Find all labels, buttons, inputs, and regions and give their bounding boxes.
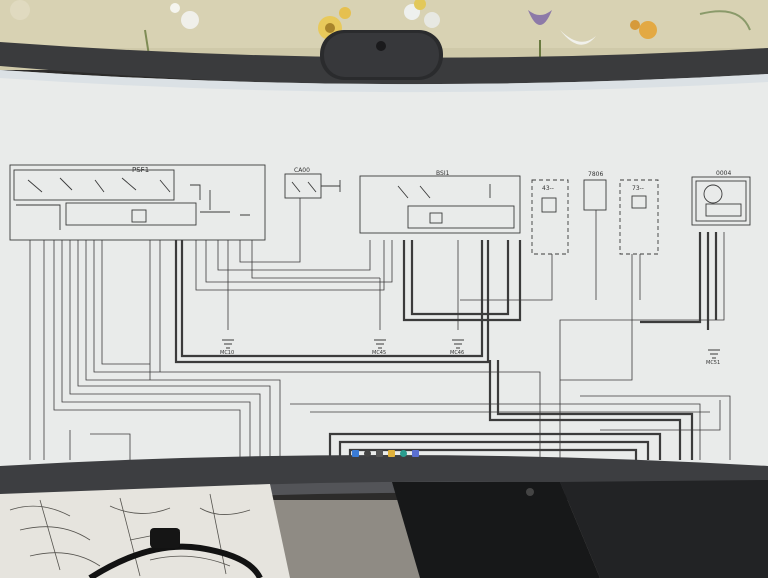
box-43 (531, 179, 569, 255)
search-icon[interactable] (364, 450, 371, 457)
flower-decoration (10, 0, 751, 63)
webcam (320, 30, 443, 80)
label-ca00: CA00 (294, 167, 310, 174)
store-icon[interactable] (412, 450, 419, 457)
task-view-icon[interactable] (376, 450, 383, 457)
label-psf1: PSF1 (132, 166, 149, 174)
label-mc51: MC51 (706, 360, 720, 366)
label-mc10: MC10 (220, 350, 234, 356)
cable (88, 543, 263, 578)
label-bsi1: BSI1 (436, 170, 450, 177)
bsi1-box (359, 175, 521, 234)
psf1-box (9, 164, 266, 241)
label-43: 43-- (542, 185, 554, 192)
file-explorer-icon[interactable] (388, 450, 395, 457)
label-mc45: MC45 (372, 350, 386, 356)
box-0004 (691, 176, 751, 226)
label-7806: 7806 (588, 171, 603, 178)
label-mc46: MC46 (450, 350, 464, 356)
plug (150, 528, 180, 548)
wiring-diagram (9, 164, 751, 460)
browser-icon[interactable] (400, 450, 407, 457)
label-73: 73-- (632, 185, 644, 192)
ground-symbol (222, 339, 234, 349)
monitor-stand (392, 482, 600, 578)
windows-start-icon[interactable] (352, 450, 359, 457)
label-0004: 0004 (716, 170, 731, 177)
box-7806 (583, 179, 607, 211)
